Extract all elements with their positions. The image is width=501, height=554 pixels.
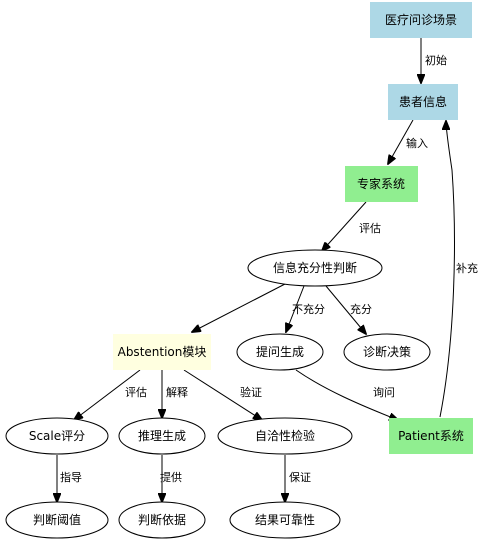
node-expert-system[interactable]: 专家系统	[345, 166, 418, 202]
edge-label-explain: 解释	[166, 385, 188, 399]
node-reliability-label: 结果可靠性	[255, 513, 315, 527]
node-info-sufficiency[interactable]: 信息充分性判断	[247, 249, 383, 287]
node-abstention-module[interactable]: Abstention模块	[113, 334, 211, 370]
node-patient-info-label: 患者信息	[399, 94, 447, 109]
node-expert-system-label: 专家系统	[357, 176, 405, 191]
edge-abstention-to-reasoning: 解释	[162, 370, 188, 418]
edge-label-guarantee: 保证	[289, 470, 311, 484]
edge-label-evaluate: 评估	[359, 222, 381, 235]
edge-consistency-to-reliability: 保证	[285, 455, 311, 502]
node-reasoning-gen[interactable]: 推理生成	[118, 417, 206, 455]
node-threshold-label: 判断阈值	[33, 512, 81, 527]
edge-expert-to-sufficiency: 评估	[322, 201, 381, 251]
node-consistency-check[interactable]: 自洽性检验	[217, 417, 353, 455]
edge-label-supplement: 补充	[456, 261, 478, 275]
edge-label-insufficient: 不充分	[292, 302, 325, 316]
node-medical-scene[interactable]: 医疗问诊场景	[370, 2, 472, 38]
node-reasoning-gen-label: 推理生成	[138, 429, 186, 443]
node-threshold[interactable]: 判断阈值	[5, 501, 109, 539]
edge-scale-to-threshold: 指导	[57, 455, 82, 502]
edge-label-verify: 验证	[240, 385, 262, 399]
edge-scene-to-patient-info: 初始	[421, 38, 447, 83]
node-diagnosis-label: 诊断决策	[363, 344, 411, 359]
node-patient-info[interactable]: 患者信息	[388, 84, 458, 120]
edge-sufficiency-to-question-gen: 不充分	[286, 285, 325, 332]
edge-label-input: 输入	[406, 136, 428, 150]
edge-label-assess: 评估	[125, 386, 147, 399]
node-consistency-check-label: 自洽性检验	[255, 428, 315, 443]
node-patient-system[interactable]: Patient系统	[389, 418, 473, 454]
edge-reasoning-to-basis: 提供	[160, 455, 182, 502]
edge-abstention-to-scale: 评估	[74, 369, 147, 420]
node-question-gen-label: 提问生成	[256, 344, 304, 359]
edge-question-gen-to-patient-sys: 询问	[295, 369, 398, 420]
edge-sufficiency-to-abstention	[192, 283, 286, 332]
node-reliability[interactable]: 结果可靠性	[229, 501, 341, 539]
node-patient-system-label: Patient系统	[398, 429, 464, 443]
edge-abstention-to-consistency: 验证	[183, 369, 262, 420]
node-judgement-basis[interactable]: 判断依据	[118, 501, 206, 539]
edge-label-provide: 提供	[160, 470, 182, 484]
edge-patient-sys-to-patient-info: 补充	[439, 121, 478, 418]
edge-sufficiency-to-diagnosis: 充分	[325, 285, 372, 334]
node-question-gen[interactable]: 提问生成	[236, 333, 324, 371]
node-info-sufficiency-label: 信息充分性判断	[273, 260, 357, 275]
node-abstention-module-label: Abstention模块	[118, 345, 207, 359]
node-scale-score[interactable]: Scale评分	[5, 417, 109, 455]
edge-label-sufficient: 充分	[350, 302, 372, 316]
edge-patient-info-to-expert: 输入	[388, 119, 428, 164]
node-judgement-basis-label: 判断依据	[138, 512, 186, 527]
edge-label-guide: 指导	[60, 470, 82, 484]
edge-label-inquire: 询问	[373, 386, 395, 399]
node-diagnosis[interactable]: 诊断决策	[343, 333, 431, 371]
edge-label-init: 初始	[425, 53, 447, 67]
node-medical-scene-label: 医疗问诊场景	[385, 13, 457, 27]
node-scale-score-label: Scale评分	[29, 429, 85, 443]
